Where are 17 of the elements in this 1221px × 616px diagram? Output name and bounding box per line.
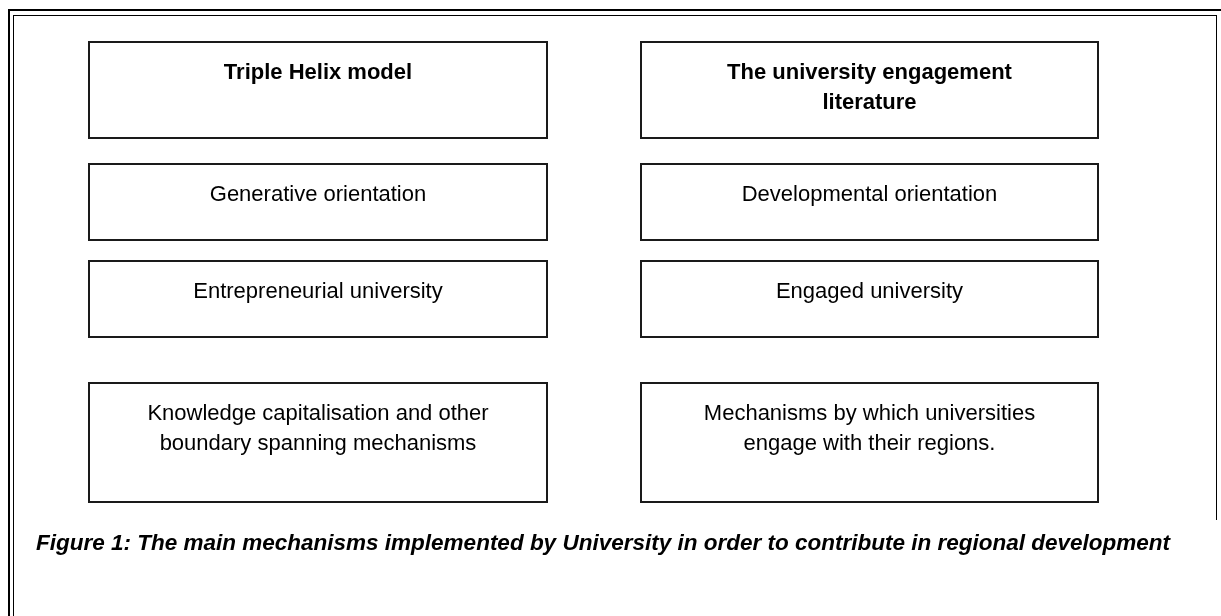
text-box (88, 260, 548, 338)
box-text: Mechanisms by which universities engage with their regions. (702, 399, 1037, 457)
text-box (640, 260, 1099, 338)
box-text: Knowledge capitalisation and other boundary spanning mechanisms (146, 399, 490, 457)
text-box (640, 41, 1099, 139)
box-text: Entrepreneurial university (192, 277, 444, 305)
text-box (640, 163, 1099, 241)
figure-caption: Figure 1: The main mechanisms implemented by University in order to contribute in regional development (36, 529, 1172, 557)
text-box (88, 41, 548, 139)
box-heading: The university engagement literature (726, 58, 1013, 116)
text-box (88, 382, 548, 503)
box-heading: Triple Helix model (222, 58, 414, 86)
text-box (640, 382, 1099, 503)
box-text: Developmental orientation (740, 180, 999, 208)
box-text: Generative orientation (208, 180, 428, 208)
text-box (88, 163, 548, 241)
box-text: Engaged university (774, 277, 965, 305)
